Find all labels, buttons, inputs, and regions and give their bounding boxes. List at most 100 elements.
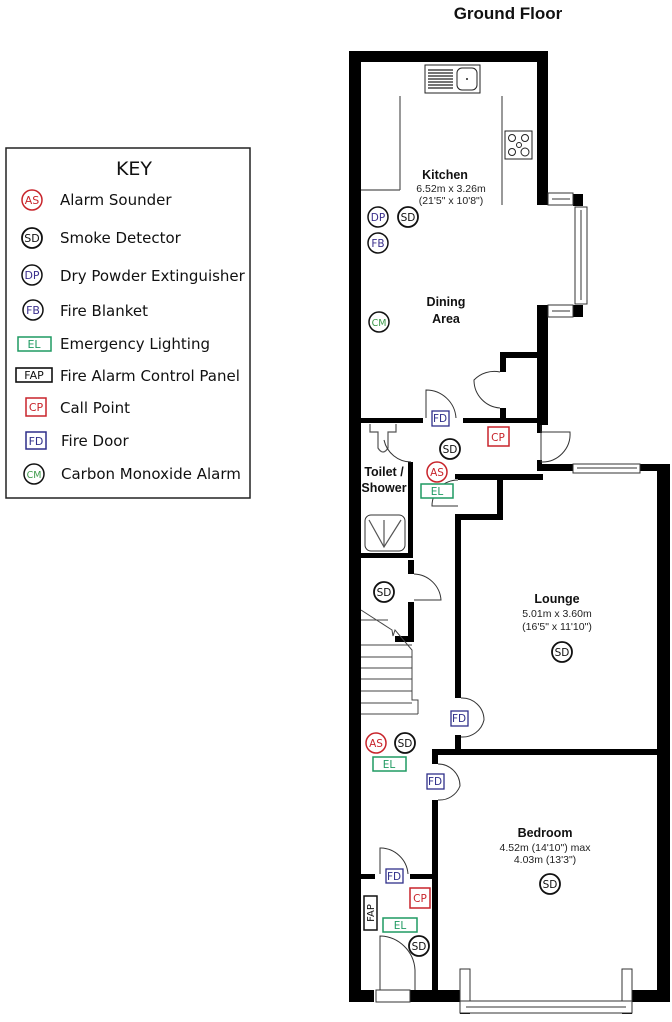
plan-symbols: DP SD FB CM FD CP SD AS EL SD SD FD AS bbox=[363, 206, 573, 957]
symbol-code: EL bbox=[431, 486, 444, 498]
smoke-detector-icon bbox=[373, 581, 395, 603]
symbol-code: AS bbox=[430, 467, 444, 479]
room-dimensions: 5.01m x 3.60m bbox=[522, 608, 592, 620]
emergency-light-icon bbox=[382, 917, 418, 933]
shower-tray-icon bbox=[364, 514, 406, 552]
symbol-code: SD bbox=[412, 941, 427, 953]
room-lounge: Lounge 5.01m x 3.60m (16'5" x 11'10") bbox=[522, 592, 592, 633]
key-title: KEY bbox=[116, 158, 152, 180]
key-label: Fire Alarm Control Panel bbox=[60, 367, 240, 385]
room-name: Lounge bbox=[534, 592, 579, 606]
symbol-code: CP bbox=[491, 432, 505, 444]
room-bedroom: Bedroom 4.52m (14'10") max 4.03m (13'3") bbox=[500, 826, 592, 866]
key-code: EL bbox=[27, 338, 41, 351]
fire-door-icon bbox=[385, 868, 404, 884]
room-dimensions: 6.52m x 3.26m bbox=[416, 183, 486, 195]
key-item-fire-door: FD Fire Door bbox=[25, 431, 129, 450]
symbol-code: SD bbox=[543, 879, 558, 891]
fire-blanket-icon bbox=[22, 299, 44, 321]
emergency-light-icon bbox=[17, 336, 52, 352]
alarm-sounder-icon bbox=[426, 461, 448, 483]
room-name: Shower bbox=[361, 481, 406, 495]
key-item-carbon-monoxide: CM Carbon Monoxide Alarm bbox=[23, 463, 241, 485]
key-label: Call Point bbox=[60, 399, 130, 417]
kitchen-fixtures bbox=[361, 64, 533, 205]
room-dimensions: 4.52m (14'10") max bbox=[500, 842, 592, 854]
smoke-detector-icon bbox=[551, 641, 573, 663]
key-code: FB bbox=[26, 304, 40, 317]
smoke-detector-icon bbox=[394, 732, 416, 754]
fire-door-icon bbox=[426, 773, 445, 790]
symbol-code: FD bbox=[452, 713, 466, 725]
key-code: FAP bbox=[24, 369, 44, 382]
fire-door-icon bbox=[431, 410, 450, 427]
room-kitchen: Kitchen 6.52m x 3.26m (21'5" x 10'8") bbox=[416, 168, 486, 207]
fire-door-icon bbox=[450, 710, 469, 727]
room-dining-area: Dining Area bbox=[427, 295, 466, 326]
key-code: FD bbox=[29, 435, 44, 448]
toilet-icon bbox=[369, 424, 397, 453]
doors bbox=[379, 370, 571, 990]
call-point-icon bbox=[487, 426, 510, 447]
fire-alarm-panel-icon bbox=[15, 367, 53, 383]
fire-blanket-icon bbox=[367, 232, 389, 254]
key-code: CM bbox=[27, 470, 42, 481]
walls bbox=[349, 51, 670, 1014]
key-item-alarm-sounder: AS Alarm Sounder bbox=[21, 189, 172, 211]
symbol-code: SD bbox=[377, 587, 392, 599]
key-code: AS bbox=[25, 194, 40, 207]
key-label: Dry Powder Extinguisher bbox=[60, 267, 246, 285]
room-name: Kitchen bbox=[422, 168, 468, 182]
key-item-smoke-detector: SD Smoke Detector bbox=[21, 227, 182, 249]
key-code: SD bbox=[24, 232, 39, 245]
emergency-light-icon bbox=[372, 756, 407, 772]
stairs bbox=[360, 609, 419, 715]
key-label: Smoke Detector bbox=[60, 229, 182, 247]
key-item-fire-blanket: FB Fire Blanket bbox=[22, 299, 148, 321]
key-code: CP bbox=[29, 401, 44, 414]
room-dimensions-imperial: (21'5" x 10'8") bbox=[419, 195, 484, 207]
key-item-fire-alarm-panel: FAP Fire Alarm Control Panel bbox=[15, 367, 240, 385]
key-item-emergency-lighting: EL Emergency Lighting bbox=[17, 335, 210, 353]
alarm-sounder-icon bbox=[365, 732, 387, 754]
room-toilet-shower: Toilet / Shower bbox=[361, 465, 406, 495]
dry-powder-extinguisher-icon bbox=[367, 206, 389, 228]
room-name: Dining bbox=[427, 295, 466, 309]
fire-door-icon bbox=[25, 431, 47, 450]
symbol-code: SD bbox=[398, 738, 413, 750]
symbol-code: CM bbox=[372, 318, 387, 329]
carbon-monoxide-icon bbox=[23, 463, 45, 485]
fire-alarm-panel-icon bbox=[363, 895, 378, 931]
alarm-sounder-icon bbox=[21, 189, 43, 211]
key-item-dry-powder: DP Dry Powder Extinguisher bbox=[21, 264, 246, 286]
symbol-code: AS bbox=[369, 738, 383, 750]
key-label: Emergency Lighting bbox=[60, 335, 210, 353]
room-name: Area bbox=[432, 312, 461, 326]
room-name: Bedroom bbox=[518, 826, 573, 840]
key-code: DP bbox=[24, 269, 39, 282]
emergency-light-icon bbox=[420, 483, 454, 499]
symbol-code: CP bbox=[413, 893, 427, 905]
key-label: Fire Door bbox=[61, 432, 129, 450]
floor-title: Ground Floor bbox=[454, 4, 563, 23]
windows bbox=[375, 192, 641, 1014]
smoke-detector-icon bbox=[408, 935, 430, 957]
carbon-monoxide-alarm-icon bbox=[368, 311, 390, 333]
key-label: Alarm Sounder bbox=[60, 191, 172, 209]
bathroom-fixtures bbox=[364, 424, 406, 552]
symbol-code: DP bbox=[371, 212, 385, 224]
room-name: Toilet / bbox=[364, 465, 404, 479]
room-dimensions-imperial: 4.03m (13'3") bbox=[514, 854, 576, 866]
symbol-code: EL bbox=[383, 759, 396, 771]
symbol-code: EL bbox=[394, 920, 407, 932]
smoke-detector-icon bbox=[21, 227, 43, 249]
key-label: Carbon Monoxide Alarm bbox=[61, 465, 241, 483]
room-dimensions-imperial: (16'5" x 11'10") bbox=[522, 621, 592, 633]
smoke-detector-icon bbox=[397, 206, 419, 228]
symbol-code: FD bbox=[428, 776, 442, 788]
symbol-code: FD bbox=[387, 871, 401, 883]
smoke-detector-icon bbox=[439, 438, 461, 460]
key-label: Fire Blanket bbox=[60, 302, 148, 320]
symbol-code: FD bbox=[433, 413, 447, 425]
extinguisher-icon bbox=[21, 264, 43, 286]
